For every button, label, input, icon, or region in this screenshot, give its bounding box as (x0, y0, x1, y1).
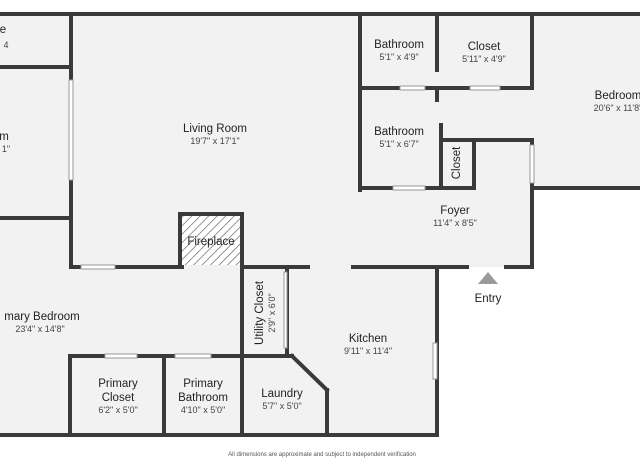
bedroom-name: Bedroom (595, 90, 640, 102)
top-left-dims: 4 (3, 40, 8, 50)
left-room-name: m (0, 131, 9, 143)
living-room-dims: 19'7" x 17'1" (190, 136, 239, 146)
laundry-dims: 5'7" x 5'0" (262, 401, 301, 411)
floor-area (0, 14, 640, 435)
primary-bedroom-dims: 23'4" x 14'8" (15, 324, 64, 334)
window (529, 144, 535, 184)
window (104, 353, 138, 359)
kitchen-dims: 9'11" x 11'4" (344, 346, 392, 356)
window (392, 185, 426, 191)
fireplace-name: Fireplace (187, 236, 234, 248)
primary-bathroom-name-line1: Primary (183, 378, 223, 390)
primary-bathroom-name-line2: Bathroom (178, 392, 228, 404)
floor-fill (0, 14, 640, 435)
window (469, 85, 501, 91)
primary-bathroom-dims: 4'10" x 5'0" (181, 405, 225, 415)
bathroom-mid-name: Bathroom (374, 126, 424, 138)
window (80, 264, 116, 270)
window (399, 85, 426, 91)
closet-small-name: Closet (451, 146, 463, 179)
wall (289, 353, 330, 393)
windows (68, 79, 535, 380)
primary-bedroom-name: mary Bedroom (4, 311, 79, 323)
entry-label: Entry (475, 293, 502, 305)
primary-closet-name-line1: Primary (98, 378, 138, 390)
fireplace-hatch (181, 214, 241, 265)
utility-closet-name: Utility Closet (254, 280, 266, 345)
entry-marker (478, 272, 498, 284)
utility-closet-dims: 2'9" x 6'0" (267, 293, 277, 332)
closet-top-name: Closet (468, 41, 501, 53)
room-labels: e 4 m 1" Living Room 19'7" x 17'1" Bathr… (0, 24, 640, 458)
foyer-name: Foyer (440, 205, 470, 217)
bathroom-mid-dims: 5'1" x 6'7" (379, 139, 418, 149)
left-room-dims: 1" (2, 144, 10, 154)
primary-closet-dims: 6'2" x 5'0" (98, 405, 137, 415)
bedroom-dims: 20'6" x 11'8" (594, 103, 640, 113)
foyer-dims: 11'4" x 8'5" (433, 218, 477, 228)
closet-top-dims: 5'11" x 4'9" (462, 54, 506, 64)
footer-note: All dimensions are approximate and subje… (228, 452, 416, 458)
bathroom-top-name: Bathroom (374, 39, 424, 51)
window (432, 342, 438, 380)
window (68, 79, 74, 181)
top-left-name: e (0, 24, 6, 36)
window (283, 271, 288, 349)
bathroom-top-dims: 5'1" x 4'9" (379, 52, 418, 62)
living-room-name: Living Room (183, 123, 247, 135)
laundry-name: Laundry (261, 388, 303, 400)
kitchen-name: Kitchen (349, 333, 387, 345)
window (174, 353, 212, 359)
primary-closet-name-line2: Closet (102, 392, 135, 404)
